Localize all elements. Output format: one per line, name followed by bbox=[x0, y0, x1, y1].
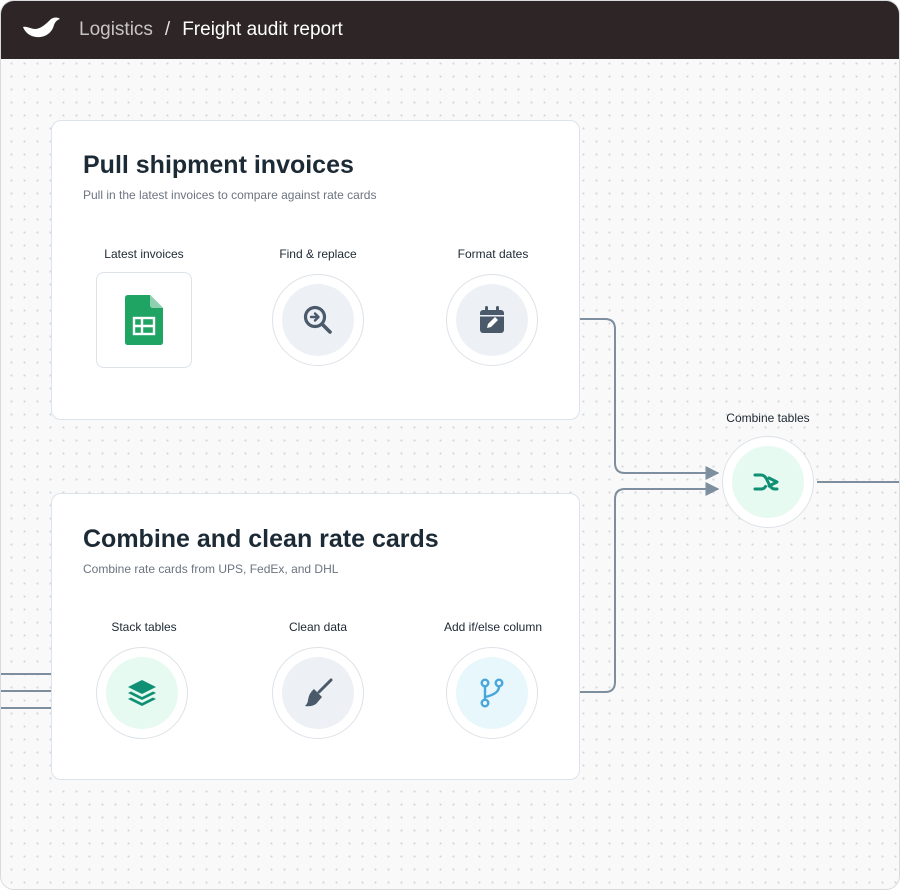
google-sheets-icon bbox=[125, 295, 163, 345]
breadcrumb-current: Freight audit report bbox=[182, 19, 343, 40]
broom-icon bbox=[305, 678, 333, 707]
calendar-edit-icon bbox=[480, 306, 504, 333]
node-label-latest-invoices: Latest invoices bbox=[104, 247, 184, 261]
node-label-combine-tables: Combine tables bbox=[726, 411, 810, 425]
node-clean-data[interactable] bbox=[272, 647, 364, 739]
card-subtitle: Combine rate cards from UPS, FedEx, and … bbox=[83, 562, 339, 576]
top-bar: Logistics / Freight audit report bbox=[1, 1, 899, 59]
node-find-replace-inner bbox=[282, 284, 354, 356]
card-title: Pull shipment invoices bbox=[83, 151, 354, 179]
node-find-replace[interactable] bbox=[272, 274, 364, 366]
node-format-dates[interactable] bbox=[446, 274, 538, 366]
git-branch-icon bbox=[480, 678, 504, 708]
node-clean-data-inner bbox=[282, 657, 354, 729]
breadcrumb-root[interactable]: Logistics bbox=[79, 19, 153, 40]
card-combine-clean-rate-cards[interactable]: Combine and clean rate cards Combine rat… bbox=[51, 493, 580, 780]
node-label-stack-tables: Stack tables bbox=[111, 620, 177, 634]
card-pull-shipment-invoices[interactable]: Pull shipment invoices Pull in the lates… bbox=[51, 120, 580, 420]
node-format-dates-inner bbox=[456, 284, 528, 356]
breadcrumb: Logistics / Freight audit report bbox=[79, 1, 343, 59]
node-combine-tables[interactable] bbox=[722, 436, 814, 528]
node-combine-tables-inner bbox=[732, 446, 804, 518]
whale-logo-icon[interactable] bbox=[21, 17, 61, 41]
breadcrumb-separator: / bbox=[164, 19, 171, 40]
node-latest-invoices[interactable] bbox=[96, 272, 192, 368]
node-add-if-else-inner bbox=[456, 657, 528, 729]
card-subtitle: Pull in the latest invoices to compare a… bbox=[83, 188, 377, 202]
search-replace-icon bbox=[303, 305, 332, 334]
node-stack-tables-inner bbox=[106, 657, 178, 729]
node-label-find-replace: Find & replace bbox=[279, 247, 357, 261]
card-title: Combine and clean rate cards bbox=[83, 525, 439, 553]
layers-icon bbox=[128, 680, 156, 706]
merge-arrow-icon bbox=[753, 473, 779, 491]
node-label-add-if-else-column: Add if/else column bbox=[443, 620, 543, 634]
node-label-clean-data: Clean data bbox=[288, 620, 348, 634]
node-label-format-dates: Format dates bbox=[457, 247, 529, 261]
node-stack-tables[interactable] bbox=[96, 647, 188, 739]
node-add-if-else-column[interactable] bbox=[446, 647, 538, 739]
